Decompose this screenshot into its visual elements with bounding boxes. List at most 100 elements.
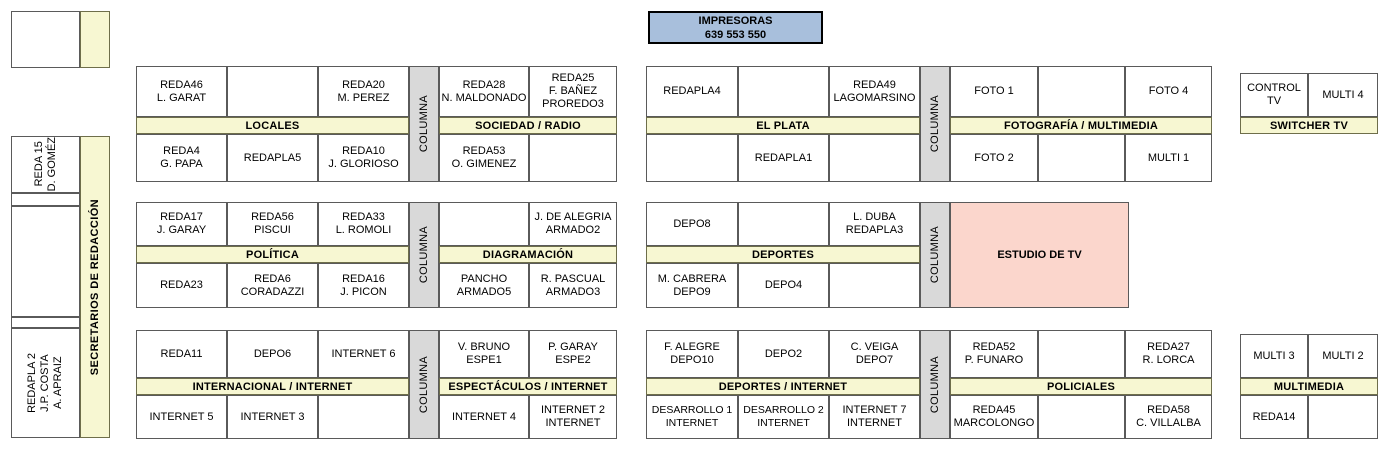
columna-strip-6: COLUMNA (920, 330, 950, 439)
desk-switcher-top-1-label: CONTROL TV (1247, 82, 1301, 107)
desk-deportes-top-1[interactable]: DEPO8 (646, 202, 738, 246)
desk-deportes-internet-bottom-3[interactable]: INTERNET 7 INTERNET (829, 395, 920, 439)
desk-internacional-bottom-2[interactable]: INTERNET 3 (227, 395, 318, 439)
label-policiales: POLICIALES (950, 378, 1212, 395)
desk-diagramacion-bottom-2[interactable]: R. PASCUAL ARMADO3 (529, 263, 617, 308)
desk-elplata-bottom-2[interactable]: REDAPLA1 (738, 134, 829, 182)
desk-policiales-top-1[interactable]: REDA52 P. FUNARO (950, 330, 1038, 378)
desk-elplata-top-3-label: REDA49 LAGOMARSINO (833, 78, 916, 104)
desk-foto-bottom-1[interactable]: FOTO 2 (950, 134, 1038, 182)
sidebar-cell-empty-1[interactable] (11, 193, 80, 206)
desk-policiales-bottom-1[interactable]: REDA45 MARCOLONGO (950, 395, 1038, 439)
desk-sociedad-top-1[interactable]: REDA28 N. MALDONADO (439, 66, 529, 117)
printers-codes: 639 553 550 (704, 28, 767, 41)
label-sociedad-radio-text: SOCIEDAD / RADIO (475, 119, 581, 132)
desk-sociedad-bottom-1[interactable]: REDA53 O. GIMENEZ (439, 134, 529, 182)
label-espectaculos-internet-text: ESPECTÁCULOS / INTERNET (448, 380, 608, 393)
desk-deportes-internet-bottom-2[interactable]: DESARROLLO 2 INTERNET (738, 395, 829, 439)
desk-foto-top-3[interactable]: FOTO 4 (1125, 66, 1212, 117)
desk-foto-bottom-2[interactable] (1038, 134, 1125, 182)
desk-internacional-bottom-3[interactable] (318, 395, 409, 439)
columna-strip-1-label: COLUMNA (418, 95, 430, 153)
desk-diagramacion-bottom-2-label: R. PASCUAL ARMADO3 (540, 272, 606, 298)
desk-foto-top-1-label: FOTO 1 (974, 85, 1014, 97)
desk-elplata-top-3[interactable]: REDA49 LAGOMARSINO (829, 66, 920, 117)
desk-multimedia-bottom-2[interactable] (1308, 395, 1378, 439)
desk-internacional-top-2[interactable]: DEPO6 (227, 330, 318, 378)
desk-espectaculos-bottom-2[interactable]: INTERNET 2 INTERNET (529, 395, 617, 439)
desk-diagramacion-top-1[interactable] (439, 202, 529, 246)
desk-deportes-internet-top-3[interactable]: C. VEIGA DEPO7 (829, 330, 920, 378)
desk-deportes-internet-top-1-label: F. ALEGRE DEPO10 (664, 341, 720, 366)
desk-policiales-top-3[interactable]: REDA27 R. LORCA (1125, 330, 1212, 378)
desk-politica-bottom-3[interactable]: REDA16 J. PICON (318, 263, 409, 308)
desk-policiales-top-2[interactable] (1038, 330, 1125, 378)
desk-elplata-top-2[interactable] (738, 66, 829, 117)
desk-deportes-internet-top-2-label: DEPO2 (764, 347, 803, 360)
label-el-plata: EL PLATA (646, 117, 920, 134)
desk-diagramacion-top-2-label: J. DE ALEGRIA ARMADO2 (534, 211, 612, 236)
sidebar-cell-empty-2[interactable] (11, 206, 80, 317)
desk-locales-bottom-3-label: REDA10 J. GLORIOSO (328, 145, 399, 170)
desk-politica-bottom-1[interactable]: REDA23 (136, 263, 227, 308)
desk-espectaculos-top-1-label: V. BRUNO ESPE1 (457, 341, 511, 366)
desk-diagramacion-top-2[interactable]: J. DE ALEGRIA ARMADO2 (529, 202, 617, 246)
desk-foto-bottom-3[interactable]: MULTI 1 (1125, 134, 1212, 182)
desk-politica-top-2[interactable]: REDA56 PISCUI (227, 202, 318, 246)
desk-locales-bottom-1[interactable]: REDA4 G. PAPA (136, 134, 227, 182)
label-internacional-internet: INTERNACIONAL / INTERNET (136, 378, 409, 395)
desk-deportes-bottom-1[interactable]: M. CABRERA DEPO9 (646, 263, 738, 308)
sidebar-cell-reda15[interactable]: REDA 15 D. GOMÉZ (11, 136, 80, 193)
desk-politica-top-3[interactable]: REDA33 L. ROMOLI (318, 202, 409, 246)
desk-elplata-bottom-3[interactable] (829, 134, 920, 182)
desk-policiales-bottom-3[interactable]: REDA58 C. VILLALBA (1125, 395, 1212, 439)
desk-diagramacion-bottom-1[interactable]: PANCHO ARMADO5 (439, 263, 529, 308)
desk-deportes-bottom-1-label: M. CABRERA DEPO9 (657, 272, 727, 298)
desk-deportes-internet-top-2[interactable]: DEPO2 (738, 330, 829, 378)
desk-locales-bottom-3[interactable]: REDA10 J. GLORIOSO (318, 134, 409, 182)
desk-internacional-top-1[interactable]: REDA11 (136, 330, 227, 378)
desk-switcher-top-1[interactable]: CONTROL TV (1240, 73, 1308, 117)
desk-deportes-internet-bottom-1[interactable]: DESARROLLO 1 INTERNET (646, 395, 738, 439)
label-policiales-text: POLICIALES (1046, 380, 1115, 393)
desk-locales-top-3[interactable]: REDA20 M. PEREZ (318, 66, 409, 117)
printers-title: IMPRESORAS (698, 14, 773, 27)
desk-sociedad-top-2[interactable]: REDA25 F. BAÑEZ PROREDO3 (529, 66, 617, 117)
desk-politica-top-1[interactable]: REDA17 J. GARAY (136, 202, 227, 246)
desk-internacional-bottom-1-label: INTERNET 5 (149, 410, 214, 423)
desk-policiales-bottom-2[interactable] (1038, 395, 1125, 439)
desk-deportes-top-3[interactable]: L. DUBA REDAPLA3 (829, 202, 920, 246)
desk-internacional-bottom-1[interactable]: INTERNET 5 (136, 395, 227, 439)
desk-locales-bottom-2[interactable]: REDAPLA5 (227, 134, 318, 182)
sidebar-secretarios-band: SECRETARIOS DE REDACCIÓN (80, 136, 110, 438)
label-deportes-text: DEPORTES (751, 248, 815, 261)
desk-elplata-top-1[interactable]: REDAPLA4 (646, 66, 738, 117)
sidebar-cell-redapla2[interactable]: REDAPLA 2 J.P. COSTA A. APRAIZ (11, 328, 80, 438)
desk-espectaculos-top-2[interactable]: P. GARAY ESPE2 (529, 330, 617, 378)
desk-espectaculos-top-1[interactable]: V. BRUNO ESPE1 (439, 330, 529, 378)
desk-multimedia-bottom-1-label: REDA14 (1252, 410, 1296, 423)
sidebar-top-empty-cell[interactable] (11, 11, 80, 68)
sidebar-top-band (80, 11, 110, 68)
desk-multimedia-top-2[interactable]: MULTI 2 (1308, 334, 1378, 378)
desk-deportes-bottom-2[interactable]: DEPO4 (738, 263, 829, 308)
desk-foto-top-1[interactable]: FOTO 1 (950, 66, 1038, 117)
desk-foto-top-2[interactable] (1038, 66, 1125, 117)
room-estudio-de-tv[interactable]: ESTUDIO DE TV (950, 202, 1129, 308)
label-multimedia: MULTIMEDIA (1240, 378, 1378, 395)
desk-politica-bottom-2[interactable]: REDA6 CORADAZZI (227, 263, 318, 308)
desk-switcher-top-2[interactable]: MULTI 4 (1308, 73, 1378, 117)
desk-espectaculos-bottom-1[interactable]: INTERNET 4 (439, 395, 529, 439)
desk-locales-top-1[interactable]: REDA46 L. GARAT (136, 66, 227, 117)
desk-elplata-bottom-1[interactable] (646, 134, 738, 182)
desk-diagramacion-bottom-1-label: PANCHO ARMADO5 (456, 272, 512, 298)
label-locales: LOCALES (136, 117, 409, 134)
desk-deportes-internet-top-1[interactable]: F. ALEGRE DEPO10 (646, 330, 738, 378)
desk-internacional-top-3[interactable]: INTERNET 6 (318, 330, 409, 378)
desk-locales-top-2[interactable] (227, 66, 318, 117)
desk-sociedad-bottom-2[interactable] (529, 134, 617, 182)
desk-multimedia-bottom-1[interactable]: REDA14 (1240, 395, 1308, 439)
desk-multimedia-top-1[interactable]: MULTI 3 (1240, 334, 1308, 378)
desk-deportes-bottom-3[interactable] (829, 263, 920, 308)
desk-deportes-top-2[interactable] (738, 202, 829, 246)
